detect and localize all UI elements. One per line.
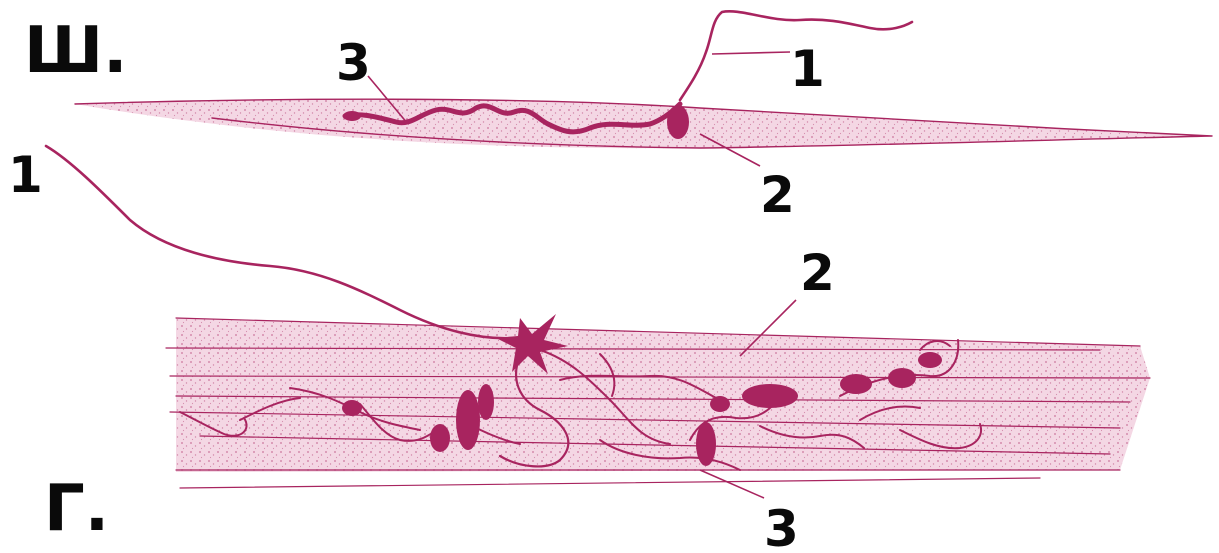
bottom-label-ending: 3 <box>764 500 799 553</box>
top-endplate-blob <box>667 105 689 139</box>
bottom-panel-letter: Г. <box>44 472 109 546</box>
bottom-label-axon: 1 <box>8 146 43 204</box>
top-leader-1 <box>712 52 790 54</box>
bottom-panel: 1 2 3 Г. <box>8 146 1150 553</box>
top-panel-letter: Ш. <box>24 14 127 88</box>
top-label-ending: 3 <box>336 34 371 92</box>
top-panel: Ш. 1 2 3 <box>24 11 1212 224</box>
bottom-label-fiber: 2 <box>800 244 835 302</box>
top-label-fiber: 2 <box>760 166 795 224</box>
bottom-axon <box>46 146 514 338</box>
bottom-leader-3 <box>700 470 764 498</box>
top-ending-blob-left <box>343 111 361 121</box>
top-label-axon: 1 <box>790 40 825 98</box>
